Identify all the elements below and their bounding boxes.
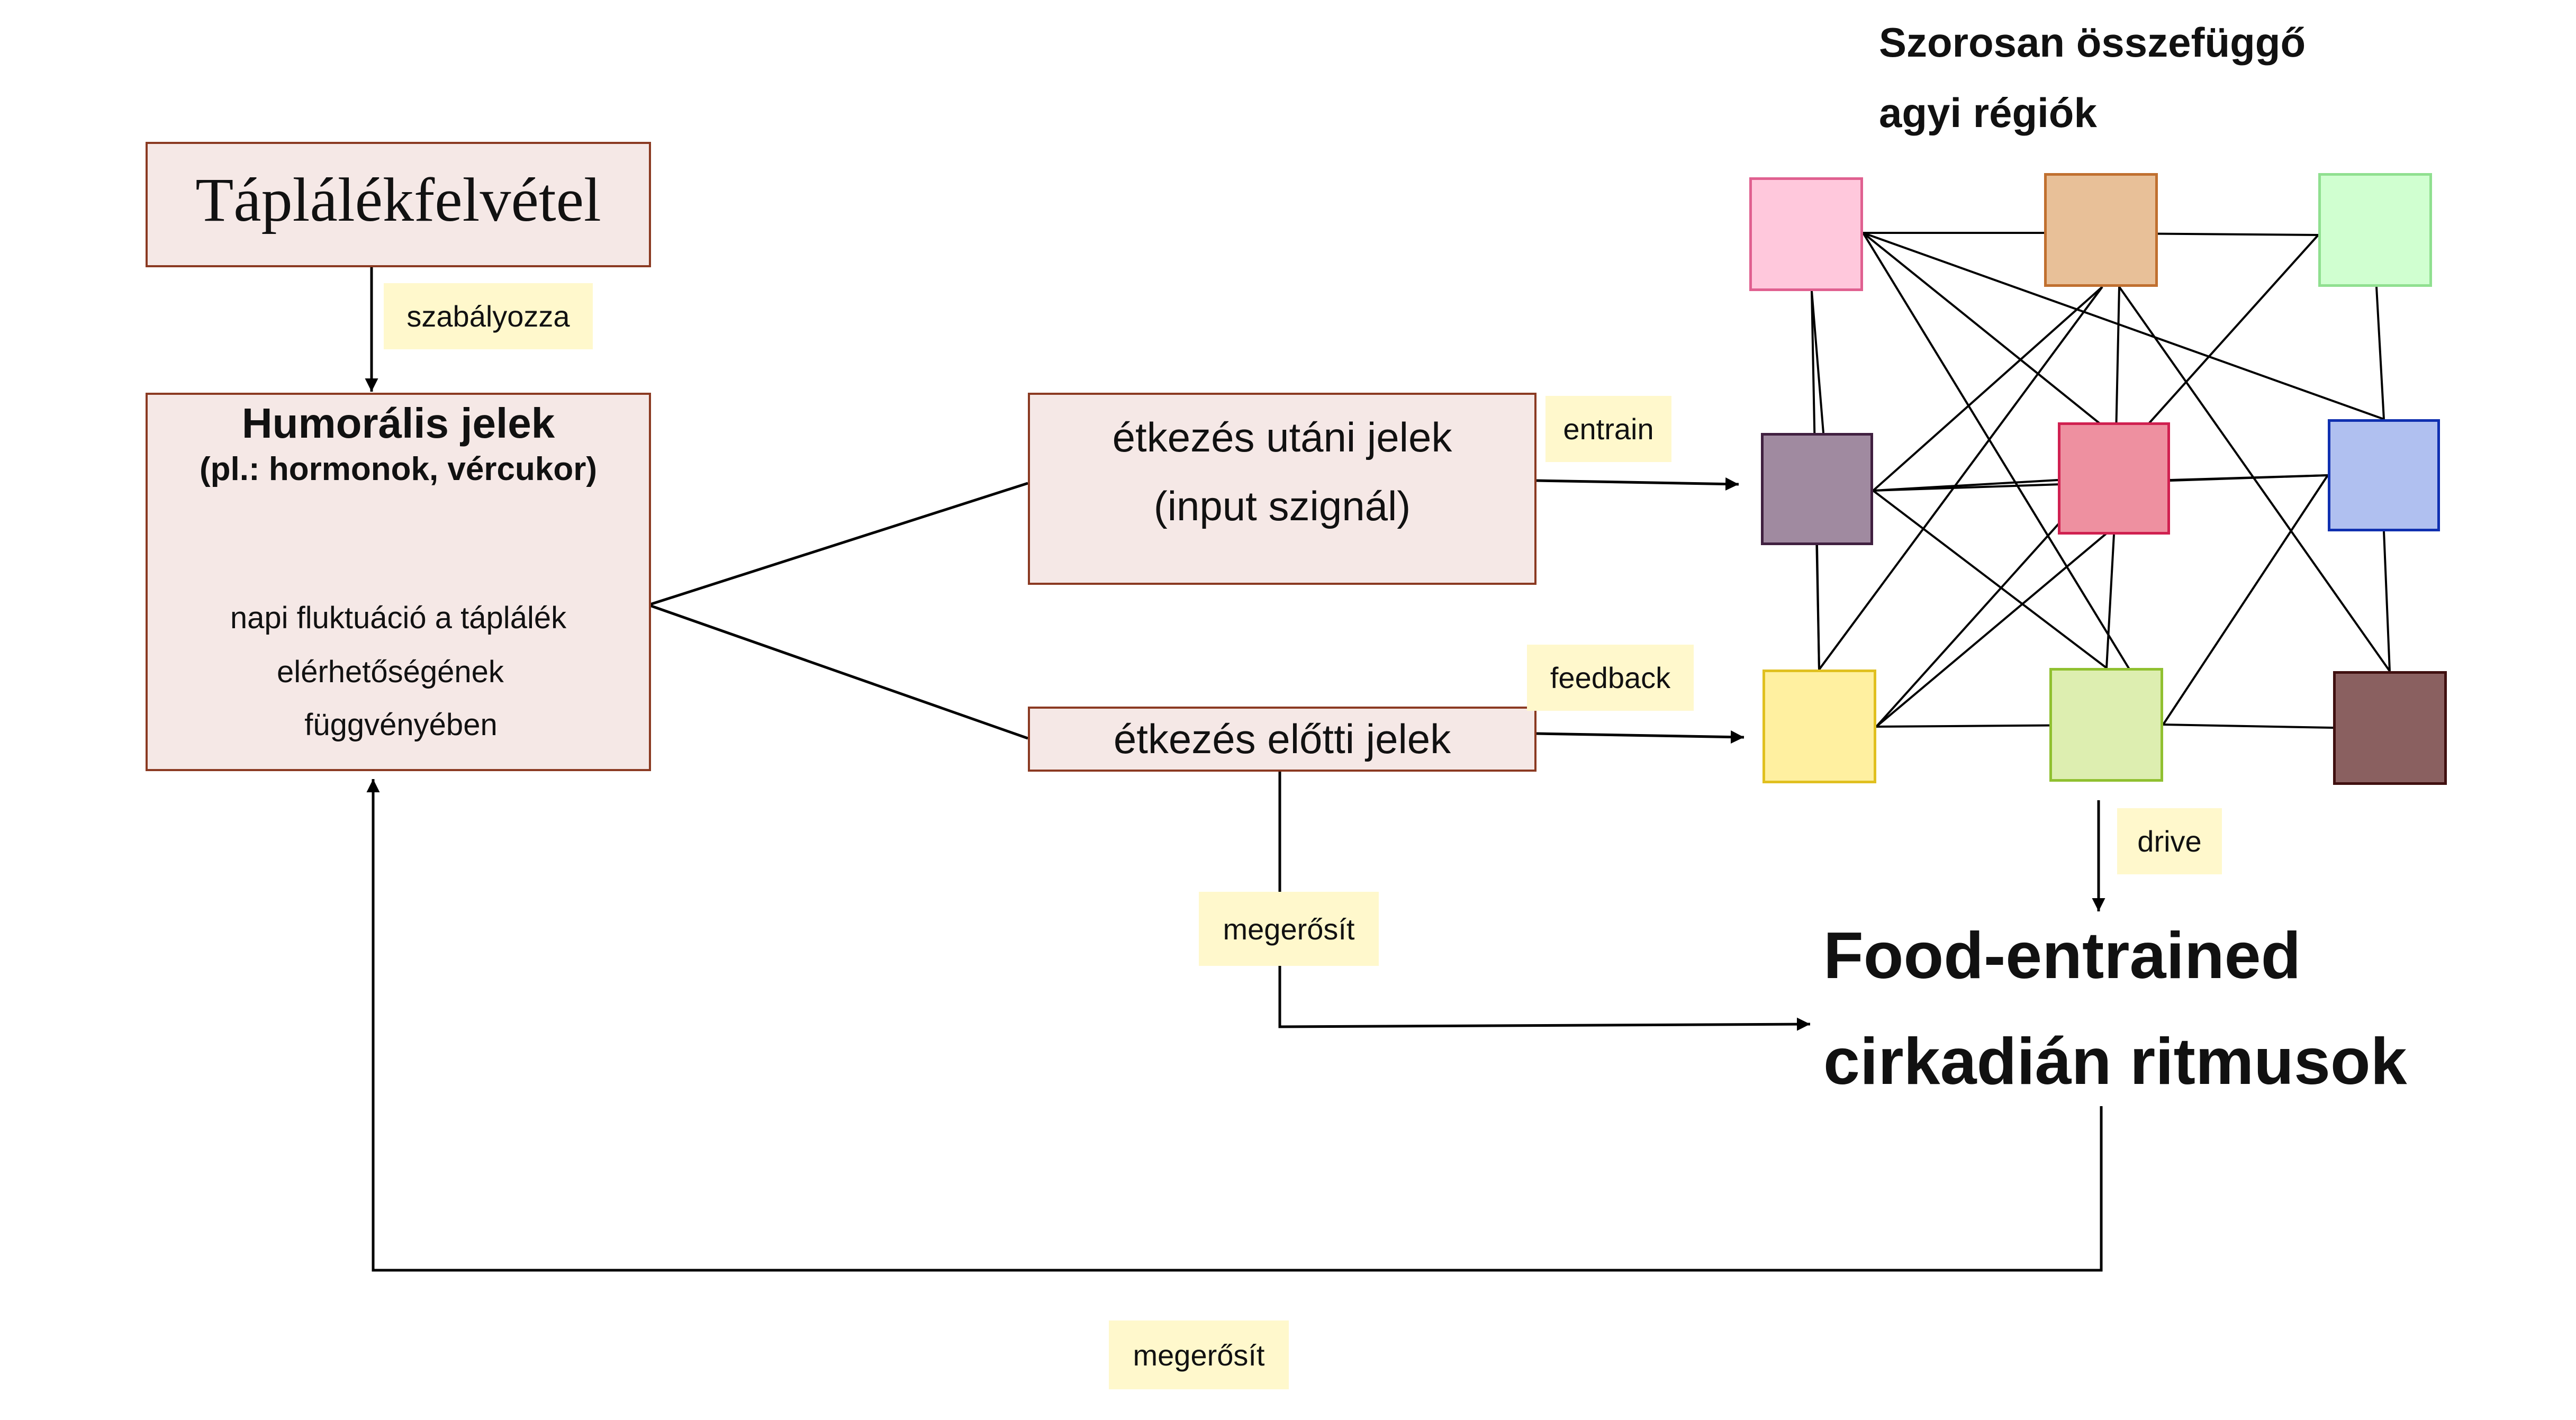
food-intake-box: Táplálékfelvétel <box>146 142 651 267</box>
arrow-rhythms-to-humoral <box>366 779 2103 1272</box>
network-edge <box>1872 286 2103 492</box>
brain-region-node <box>2058 422 2170 535</box>
output-rhythms-line-1: Food-entrained <box>1823 919 2301 992</box>
brain-region-node <box>1749 177 1863 291</box>
brain-region-node <box>2328 419 2440 531</box>
arrow-postmeal-to-brain <box>1536 477 1739 491</box>
label-regulates: szabályozza <box>384 283 593 349</box>
network-edge <box>1862 232 2164 726</box>
humoral-desc-line-3: függvényében <box>304 708 498 742</box>
arrow-premeal-to-brain <box>1536 730 1745 744</box>
network-edge <box>2162 474 2329 726</box>
network-edge <box>1818 286 2103 671</box>
brain-region-node <box>2049 668 2163 782</box>
network-edge <box>2170 474 2328 481</box>
label-reinforce-rhythms: megerősít <box>1109 1320 1289 1389</box>
network-edge <box>1863 232 2384 420</box>
brain-region-node <box>1762 670 1876 783</box>
network-edge <box>1816 545 1820 670</box>
network-edge <box>1811 291 1824 433</box>
brain-regions-title-line-1: Szorosan összefüggő <box>1879 19 2306 66</box>
label-reinforce-premeal: megerősít <box>1199 892 1379 966</box>
network-edge <box>2118 286 2391 672</box>
label-feedback: feedback <box>1527 645 1694 711</box>
label-drive: drive <box>2117 808 2222 874</box>
brain-region-node <box>2044 173 2158 287</box>
pre-meal-signals-box: étkezés előtti jelek <box>1028 707 1536 772</box>
arrow-premeal-to-rhythms <box>1278 772 1811 1031</box>
brain-region-node <box>2318 173 2432 287</box>
humoral-subtitle: (pl.: hormonok, vércukor) <box>200 451 597 487</box>
humoral-title: Humorális jelek <box>241 400 555 447</box>
brain-region-node <box>1761 433 1873 545</box>
brain-region-node <box>2333 671 2447 785</box>
output-rhythms-line-2: cirkadián ritmusok <box>1823 1025 2407 1098</box>
post-meal-signals-box: étkezés utáni jelek (input szignál) <box>1028 393 1536 585</box>
network-edge <box>1872 490 2108 669</box>
brain-regions-title-line-2: agyi régiók <box>1879 89 2097 136</box>
humoral-desc-line-2: elérhetőségének <box>277 655 504 689</box>
network-edge <box>2105 534 2115 668</box>
line-humoral-to-postmeal <box>648 482 1028 607</box>
humoral-signals-box: Humorális jelek (pl.: hormonok, vércukor… <box>146 393 651 771</box>
post-meal-line-2: (input szignál) <box>1153 483 1411 529</box>
network-edge <box>2375 286 2385 420</box>
pre-meal-label: étkezés előtti jelek <box>1113 716 1451 762</box>
network-edge <box>2163 723 2334 729</box>
food-intake-label: Táplálékfelvétel <box>195 165 601 234</box>
label-entrain: entrain <box>1545 396 1671 462</box>
network-edge <box>2383 531 2391 672</box>
line-humoral-to-premeal <box>648 603 1028 740</box>
post-meal-line-1: étkezés utáni jelek <box>1112 414 1452 460</box>
humoral-desc-line-1: napi fluktuáció a táplálék <box>230 601 567 635</box>
